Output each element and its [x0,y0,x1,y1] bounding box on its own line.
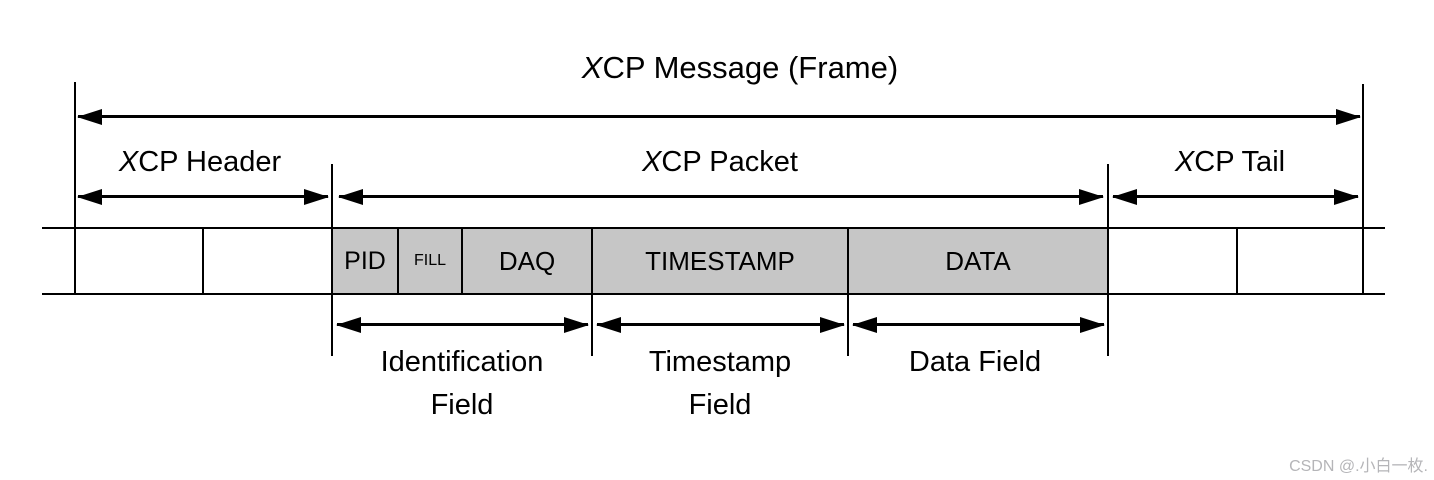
pid-fill-separator [397,227,399,295]
tail-text: CP Tail [1194,146,1286,178]
pid-cell-label: PID [344,246,386,275]
timestamp-cell-label: TIMESTAMP [645,245,795,276]
timestamp-field-label-line1: Timestamp [648,346,792,378]
header-cell-separator [202,227,204,295]
tail-section-label: XCP Tail [1080,146,1380,179]
timestamp-cell: TIMESTAMP [592,229,848,293]
packet-span-arrow [339,195,1103,198]
tail-cell-separator [1236,227,1238,295]
timestamp-field-label-line2: Field [688,389,752,421]
daq-cell: DAQ [462,229,592,293]
timestamp-data-boundary-line [847,227,849,356]
daq-timestamp-boundary-line [591,227,593,356]
band-top-line [42,227,1385,229]
header-packet-boundary-line [331,164,333,356]
identification-field-arrow [337,323,588,326]
packet-text: CP Packet [661,146,798,178]
fill-cell-label: FILL [413,252,446,269]
header-section-label: XCP Header [50,146,350,179]
header-italic-x: X [118,146,139,178]
fill-cell: FILL [398,229,462,293]
identification-field-label-line1: Identification [380,346,544,378]
daq-cell-label: DAQ [498,245,556,276]
data-field-label: Data Field [908,346,1042,378]
fill-daq-separator [461,227,463,295]
band-bottom-line [42,293,1385,295]
tail-italic-x: X [1174,146,1195,178]
csdn-watermark: CSDN @.小白一枚. [1289,458,1428,475]
tail-span-arrow [1113,195,1358,198]
data-field-arrow [853,323,1104,326]
frame-left-boundary-line [74,82,76,295]
title-italic-x: X [581,50,603,85]
identification-field-label-line2: Field [430,389,494,421]
packet-italic-x: X [642,146,662,178]
frame-right-boundary-line [1362,84,1364,295]
timestamp-field-arrow [597,323,844,326]
header-text: CP Header [138,146,282,178]
data-cell-label: DATA [945,245,1011,276]
message-span-arrow [78,115,1360,118]
data-cell: DATA [848,229,1108,293]
title-text: CP Message (Frame) [602,50,899,85]
header-span-arrow [78,195,328,198]
pid-cell: PID [332,229,398,293]
packet-tail-boundary-line [1107,164,1109,356]
diagram-title: XCP Message (Frame) [440,50,1040,86]
packet-section-label: XCP Packet [520,146,920,179]
